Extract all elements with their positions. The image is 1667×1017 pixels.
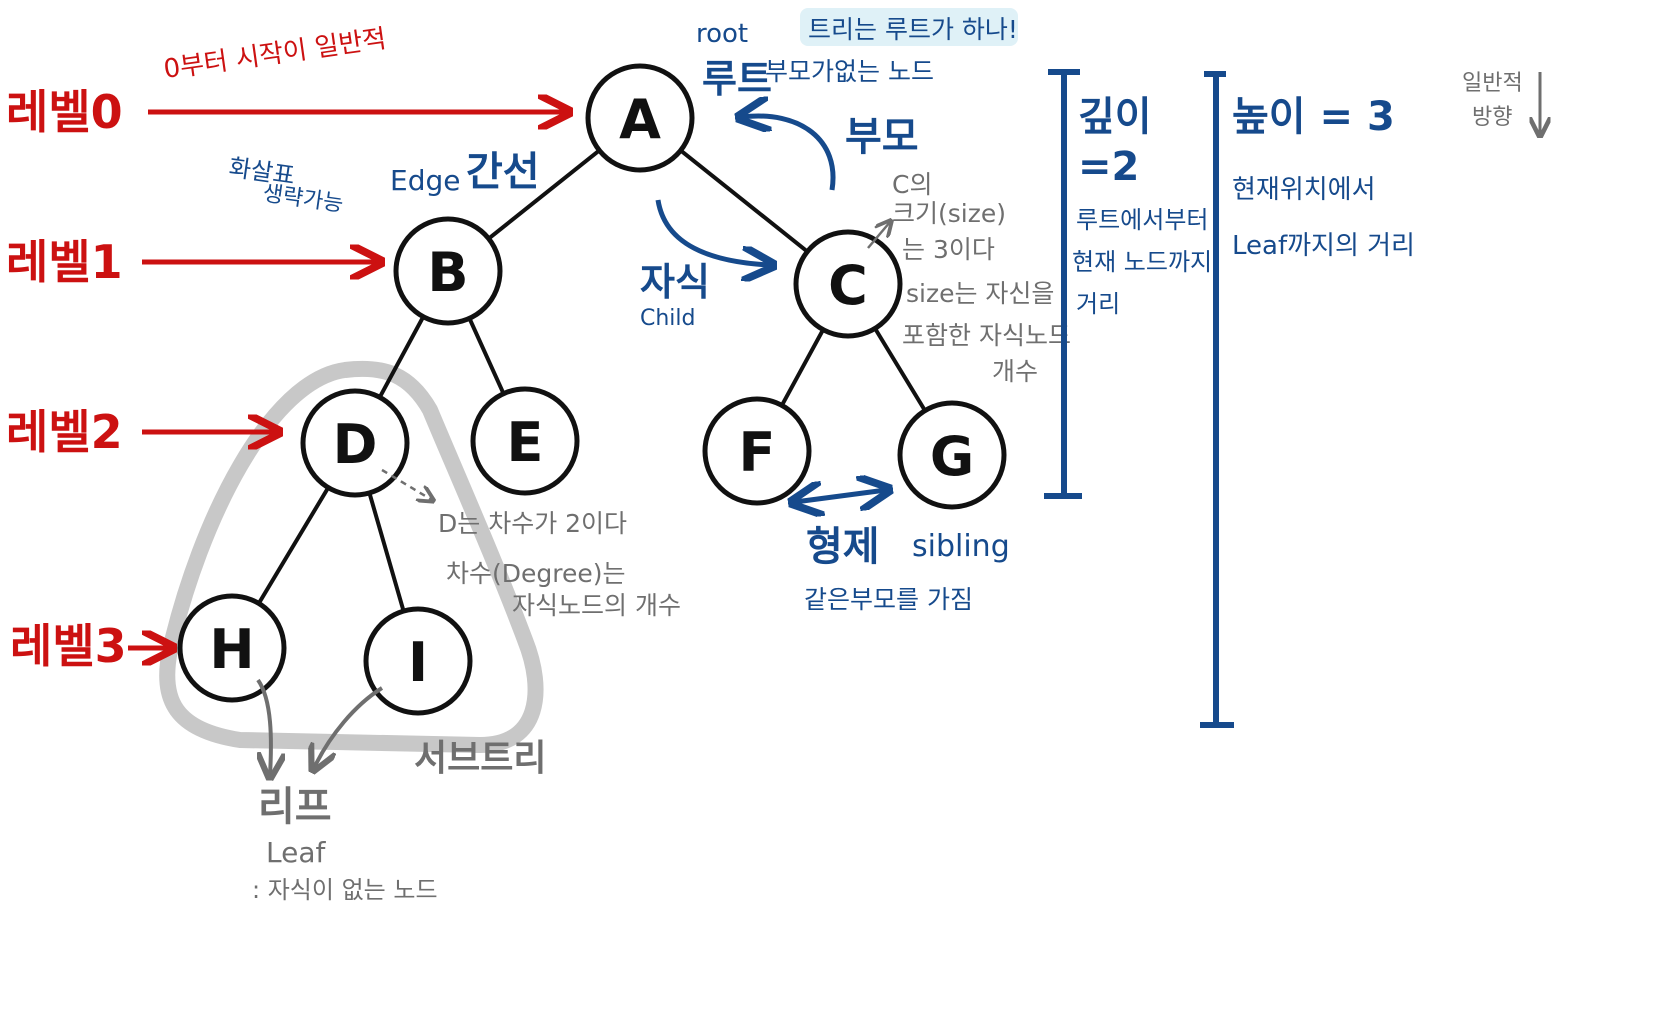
height-desc-1: 현재위치에서: [1232, 175, 1376, 205]
size-pointer: [867, 222, 890, 249]
node-b-label: B: [427, 241, 468, 304]
child-arrow: [655, 199, 770, 265]
size-note-line-3: 는 3이다: [902, 235, 995, 264]
level-0-label: 레벨0: [6, 85, 123, 139]
node-e: E: [470, 386, 580, 496]
parent-arrow: [742, 116, 836, 191]
depth-title-1: 깊이: [1078, 94, 1152, 140]
size-note-line-1: C의: [892, 170, 932, 199]
leaf-en-label: Leaf: [266, 836, 326, 869]
size-note-line-6: 개수: [992, 357, 1038, 386]
edge-en-label: Edge: [390, 164, 460, 197]
direction-line-1: 일반적: [1462, 71, 1523, 96]
degree-note-line-3: 자식노드의 개수: [512, 591, 681, 620]
subtree-label: 서브트리: [414, 738, 546, 779]
level-2-label: 레벨2: [6, 405, 123, 459]
root-en-label: root: [696, 19, 748, 49]
node-g-label: G: [930, 425, 974, 488]
root-title: 루트: [702, 57, 772, 101]
depth-desc-1: 루트에서부터: [1076, 206, 1208, 234]
depth-desc-3: 거리: [1076, 290, 1120, 318]
node-d-label: D: [333, 413, 378, 476]
level-3-label: 레벨3: [10, 619, 127, 673]
degree-note-line-2: 차수(Degree)는: [446, 559, 626, 588]
leaf-pointer-i: [314, 686, 384, 768]
size-note-line-4: size는 자신을: [906, 279, 1054, 308]
parent-label: 부모: [845, 114, 919, 160]
node-f-label: F: [739, 421, 776, 484]
degree-note-line-1: D는 차수가 2이다: [438, 509, 627, 538]
leaf-desc: : 자식이 없는 노드: [252, 876, 438, 904]
node-h-label: H: [209, 618, 254, 681]
node-f: F: [702, 396, 812, 506]
height-title: 높이 = 3: [1232, 94, 1395, 140]
node-d: D: [300, 388, 410, 498]
root-note-highlight: [800, 8, 1018, 46]
node-g: G: [897, 400, 1007, 510]
node-i: I: [363, 606, 473, 716]
sibling-en-label: sibling: [912, 529, 1010, 564]
edge-arrow-note-2: 생략가능: [261, 181, 345, 217]
node-e-label: E: [507, 411, 544, 474]
level-0-note: 0부터 시작이 일반적: [162, 24, 388, 85]
depth-title-2: =2: [1078, 144, 1139, 190]
size-note-line-2: 크기(size): [892, 199, 1006, 228]
root-note: 트리는 루트가 하나!: [808, 15, 1018, 44]
child-kr-label: 자식: [640, 260, 710, 304]
level-1-label: 레벨1: [6, 235, 123, 289]
depth-bar: [1044, 69, 1082, 499]
subtree-outline: [159, 360, 544, 753]
node-a: A: [585, 63, 695, 173]
leaf-kr-label: 리프: [258, 784, 332, 830]
node-c: C: [793, 229, 903, 339]
sibling-kr-label: 형제: [806, 524, 880, 570]
edge-kr-label: 간선: [466, 149, 540, 195]
root-desc: 부모가없는 노드: [765, 57, 934, 86]
depth-desc-2: 현재 노드까지: [1072, 248, 1212, 276]
node-i-label: I: [408, 631, 428, 694]
child-en-label: Child: [640, 306, 696, 331]
size-note-line-5: 포함한 자식노드: [902, 321, 1071, 350]
sibling-arrow: [795, 490, 886, 502]
node-a-label: A: [619, 88, 661, 151]
sibling-desc: 같은부모를 가짐: [804, 585, 973, 614]
height-bar: [1200, 71, 1234, 728]
node-b: B: [393, 216, 503, 326]
leaf-pointer-h: [258, 678, 271, 775]
degree-pointer: [381, 468, 432, 500]
height-desc-2: Leaf까지의 거리: [1232, 231, 1415, 261]
node-h: H: [177, 593, 287, 703]
node-c-label: C: [828, 254, 868, 317]
direction-line-2: 방향: [1472, 105, 1512, 130]
